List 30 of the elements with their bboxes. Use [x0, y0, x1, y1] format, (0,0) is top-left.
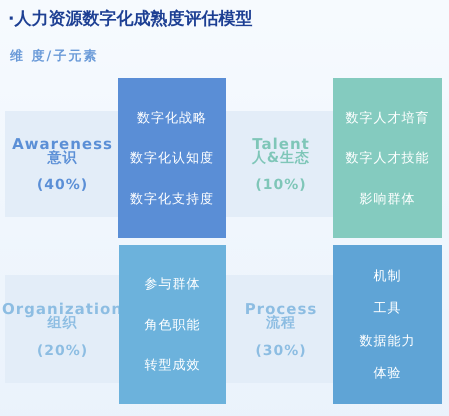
sub-element-text: 角色职能: [144, 316, 200, 334]
sub-element-text: 数字化战略: [137, 110, 207, 126]
dimension-name-zh: 流程: [266, 314, 296, 332]
sub-element-text: 数据能力: [360, 332, 416, 350]
sub-element-text: 影响群体: [360, 190, 416, 208]
dimension-name-zh: 人&生态: [252, 150, 310, 167]
column-heading: 维 度/子元素: [10, 48, 98, 65]
title: ·人力资源数字化成熟度评估模型: [8, 8, 252, 30]
sub-element-panel: [118, 78, 226, 238]
sub-element-text: 参与群体: [144, 276, 200, 294]
sub-element-text: 工具: [374, 300, 402, 318]
sub-element-text: 转型成效: [144, 356, 200, 374]
weight-percent: (40%): [36, 177, 88, 193]
dimension-band: [226, 111, 336, 217]
dimension-band: [5, 111, 120, 217]
dimension-name: Organization: [2, 300, 123, 318]
sub-element-text: 数字人才培育: [346, 110, 430, 126]
dimension-band: [226, 275, 336, 383]
sub-element-text: 机制: [374, 268, 402, 286]
sub-element-panel: [333, 78, 442, 238]
sub-element-panel: [333, 245, 442, 404]
weight-percent: (20%): [36, 342, 88, 358]
sub-element-text: 数字人才技能: [346, 150, 430, 167]
weight-percent: (10%): [255, 177, 307, 193]
sub-element-text: 体验: [374, 364, 402, 382]
sub-element-text: 数字化认知度: [130, 150, 214, 167]
weight-percent: (30%): [255, 342, 307, 358]
sub-element-text: 数字化支持度: [130, 190, 214, 208]
dimension-name-zh: 组织: [48, 315, 78, 332]
sub-element-panel: [119, 245, 226, 404]
